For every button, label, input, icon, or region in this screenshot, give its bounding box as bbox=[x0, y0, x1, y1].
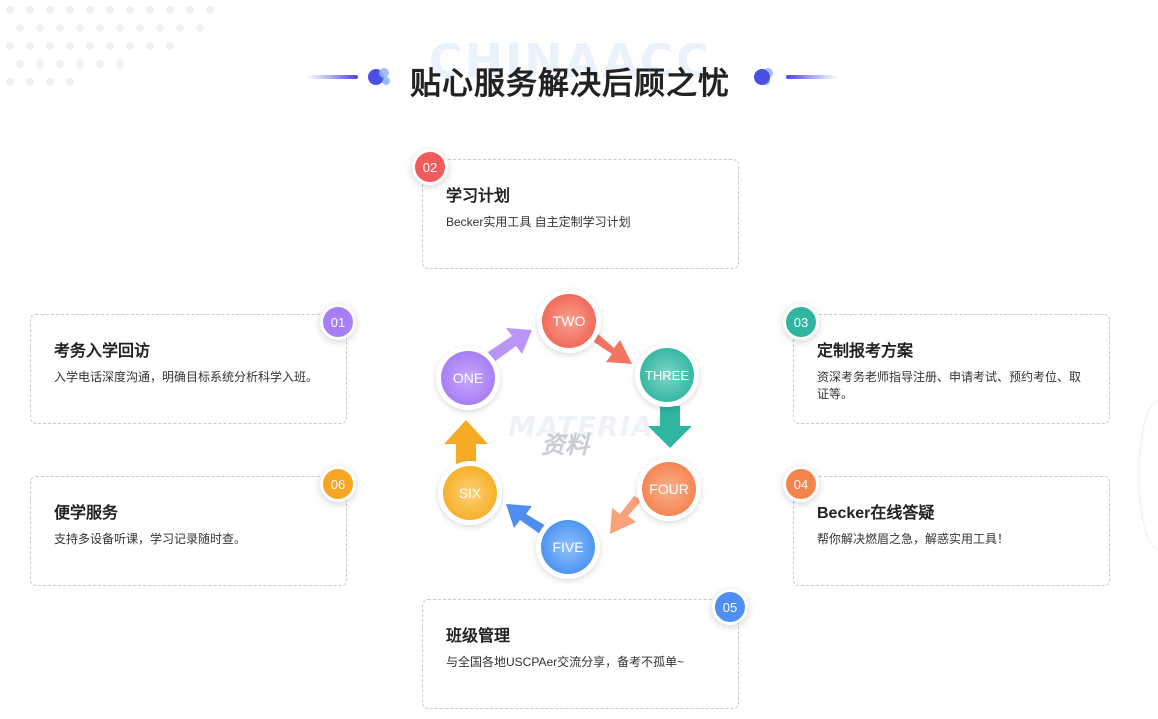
cycle-watermark: MATERIAL bbox=[508, 410, 673, 443]
service-card-06: 便学服务 支持多设备听课，学习记录随时查。 bbox=[30, 476, 347, 586]
arrow-three-four-icon bbox=[648, 406, 692, 448]
badge-06: 06 bbox=[320, 466, 356, 502]
process-cycle bbox=[444, 328, 692, 534]
card-desc: 支持多设备听课，学习记录随时查。 bbox=[54, 532, 247, 546]
card-desc: 与全国各地USCPAer交流分享，备考不孤单~ bbox=[446, 655, 685, 669]
cycle-center-label: 资料 bbox=[541, 432, 589, 459]
cycle-node-label: FIVE bbox=[552, 539, 583, 555]
card-desc: Becker实用工具 自主定制学习计划 bbox=[446, 215, 631, 229]
section-header: CHINAACC 贴心服务解决后顾之忧 bbox=[0, 30, 1158, 120]
cycle-node-label: SIX bbox=[459, 485, 482, 501]
badge-01: 01 bbox=[320, 304, 356, 340]
page-title: 贴心服务解决后顾之忧 bbox=[410, 66, 730, 101]
service-card-02: 学习计划 Becker实用工具 自主定制学习计划 bbox=[422, 159, 739, 269]
cycle-node-six: SIX bbox=[438, 461, 502, 525]
arrow-two-three-icon bbox=[594, 334, 632, 364]
badge-03: 03 bbox=[783, 304, 819, 340]
dots-decoration bbox=[6, 6, 214, 86]
card-title: 便学服务 bbox=[54, 505, 119, 522]
card-title: 学习计划 bbox=[446, 188, 511, 205]
cycle-node-label: ONE bbox=[453, 370, 483, 386]
cycle-nodes: ONE TWO THREE FOUR FIVE SIX bbox=[436, 289, 701, 579]
arrow-one-two-icon bbox=[488, 328, 532, 362]
title-decoration-left-icon bbox=[306, 68, 390, 85]
badge-04: 04 bbox=[783, 466, 819, 502]
card-title: 定制报考方案 bbox=[817, 343, 914, 360]
cycle-node-label: THREE bbox=[645, 368, 689, 383]
cycle-node-label: FOUR bbox=[649, 481, 689, 497]
cycle-node-label: TWO bbox=[553, 313, 586, 329]
cycle-node-three: THREE bbox=[635, 343, 699, 407]
card-title: Becker在线答疑 bbox=[817, 505, 935, 522]
cycle-node-five: FIVE bbox=[536, 515, 600, 579]
service-card-04: Becker在线答疑 帮你解决燃眉之急，解惑实用工具！ bbox=[793, 476, 1110, 586]
badge-02: 02 bbox=[412, 149, 448, 185]
decor-circle bbox=[1138, 400, 1158, 550]
title-decoration-right-icon bbox=[754, 68, 838, 85]
card-desc: 入学电话深度沟通，明确目标系统分析科学入班。 bbox=[54, 370, 319, 384]
badge-05: 05 bbox=[712, 589, 748, 625]
cycle-node-two: TWO bbox=[537, 289, 601, 353]
card-desc: 资深考务老师指导注册、申请考试、预约考位、取证等。 bbox=[817, 370, 1082, 401]
arrow-five-six-icon bbox=[506, 504, 546, 534]
arrow-four-five-icon bbox=[610, 496, 642, 534]
service-card-05: 班级管理 与全国各地USCPAer交流分享，备考不孤单~ bbox=[422, 599, 739, 709]
arrow-six-one-icon bbox=[444, 420, 488, 470]
cycle-node-one: ONE bbox=[436, 346, 500, 410]
service-card-01: 考务入学回访 入学电话深度沟通，明确目标系统分析科学入班。 bbox=[30, 314, 347, 424]
service-card-03: 定制报考方案 资深考务老师指导注册、申请考试、预约考位、取证等。 bbox=[793, 314, 1110, 424]
card-title: 考务入学回访 bbox=[54, 343, 151, 360]
card-title: 班级管理 bbox=[446, 628, 511, 645]
cycle-node-four: FOUR bbox=[637, 457, 701, 521]
card-desc: 帮你解决燃眉之急，解惑实用工具！ bbox=[817, 532, 1010, 546]
header-watermark: CHINAACC bbox=[428, 34, 712, 88]
